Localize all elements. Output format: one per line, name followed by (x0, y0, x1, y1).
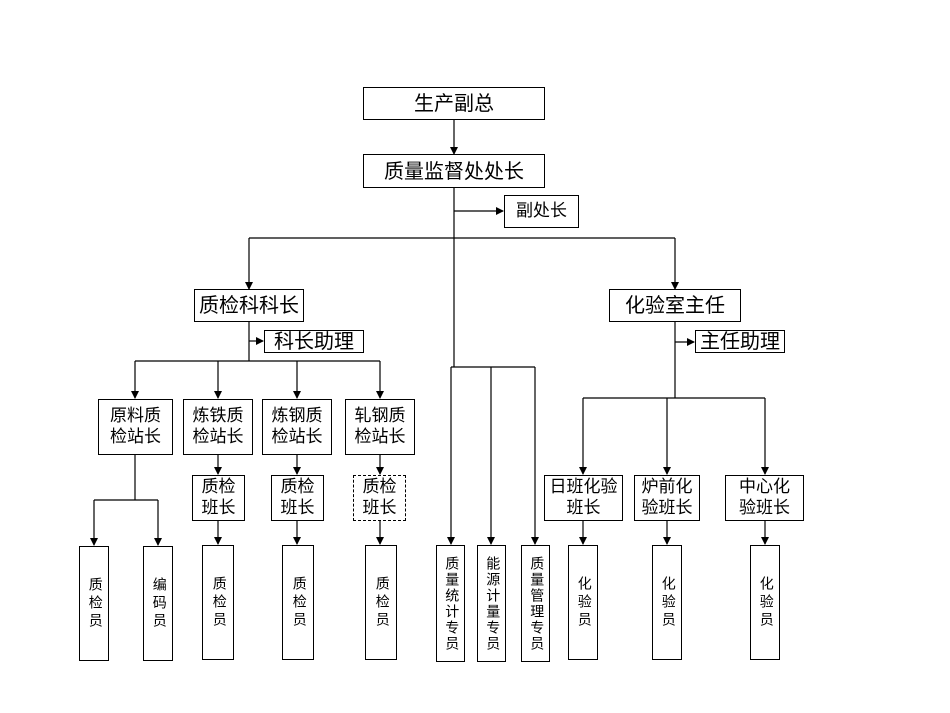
node-label: 化验员 (659, 575, 676, 630)
node-label: 炉前化 验班长 (641, 476, 693, 518)
node-label: 质量管理专员 (528, 555, 545, 652)
node-label: 炼钢质 检站长 (271, 405, 323, 447)
node-label: 化验员 (575, 575, 592, 630)
node-staff: 编码员 (143, 546, 173, 661)
node-label: 质量监督处处长 (384, 158, 524, 183)
node-team-leader: 质检 班长 (192, 475, 245, 521)
node-lab-chief: 化验室主任 (609, 289, 741, 322)
node-lab-assistant: 主任助理 (695, 329, 785, 353)
node-label: 质检员 (373, 575, 390, 630)
node-production-vp: 生产副总 (363, 87, 545, 120)
node-label: 副处长 (516, 200, 567, 221)
node-label: 轧钢质 检站长 (354, 405, 406, 447)
node-lab-leader: 中心化 验班长 (725, 475, 804, 521)
node-staff: 质检员 (282, 545, 314, 660)
node-staff: 质检员 (79, 546, 109, 661)
node-lab-leader: 炉前化 验班长 (634, 475, 700, 521)
node-label: 质检科科长 (199, 293, 299, 317)
node-label: 原料质 检站长 (110, 405, 161, 447)
node-label: 主任助理 (700, 329, 780, 353)
node-staff: 质检员 (365, 545, 397, 660)
node-qc-assistant: 科长助理 (264, 329, 364, 353)
node-label: 化验员 (757, 575, 774, 630)
node-lab-staff: 化验员 (652, 545, 682, 660)
node-label: 质检 班长 (201, 476, 236, 518)
node-qc-chief: 质检科科长 (194, 289, 304, 322)
node-label: 能源计量专员 (484, 555, 501, 652)
node-label: 质检 班长 (362, 476, 397, 518)
node-specialist: 质量管理专员 (521, 545, 550, 662)
node-label: 质检 班长 (280, 476, 315, 518)
node-label: 质检员 (210, 575, 227, 630)
node-lab-staff: 化验员 (568, 545, 598, 660)
node-lab-staff: 化验员 (750, 545, 780, 660)
node-specialist: 质量统计专员 (436, 545, 465, 662)
node-team-leader: 质检 班长 (353, 475, 406, 521)
node-station: 炼钢质 检站长 (262, 399, 332, 455)
node-label: 编码员 (150, 576, 167, 631)
node-label: 炼铁质 检站长 (192, 405, 244, 447)
node-label: 化验室主任 (625, 293, 725, 317)
node-label: 生产副总 (414, 91, 494, 115)
node-staff: 质检员 (202, 545, 234, 660)
node-lab-leader: 日班化验 班长 (544, 475, 623, 521)
node-specialist: 能源计量专员 (477, 545, 506, 662)
node-label: 中心化 验班长 (739, 476, 790, 518)
node-label: 质检员 (290, 575, 307, 630)
node-label: 质检员 (86, 576, 103, 631)
node-team-leader: 质检 班长 (271, 475, 324, 521)
node-label: 科长助理 (274, 329, 354, 353)
node-label: 质量统计专员 (443, 555, 460, 652)
node-station: 原料质 检站长 (98, 399, 173, 455)
node-station: 炼铁质 检站长 (183, 399, 253, 455)
node-label: 日班化验 班长 (549, 476, 618, 518)
node-deputy-director: 副处长 (504, 195, 579, 228)
node-quality-director: 质量监督处处长 (363, 154, 545, 188)
node-station: 轧钢质 检站长 (345, 399, 415, 455)
